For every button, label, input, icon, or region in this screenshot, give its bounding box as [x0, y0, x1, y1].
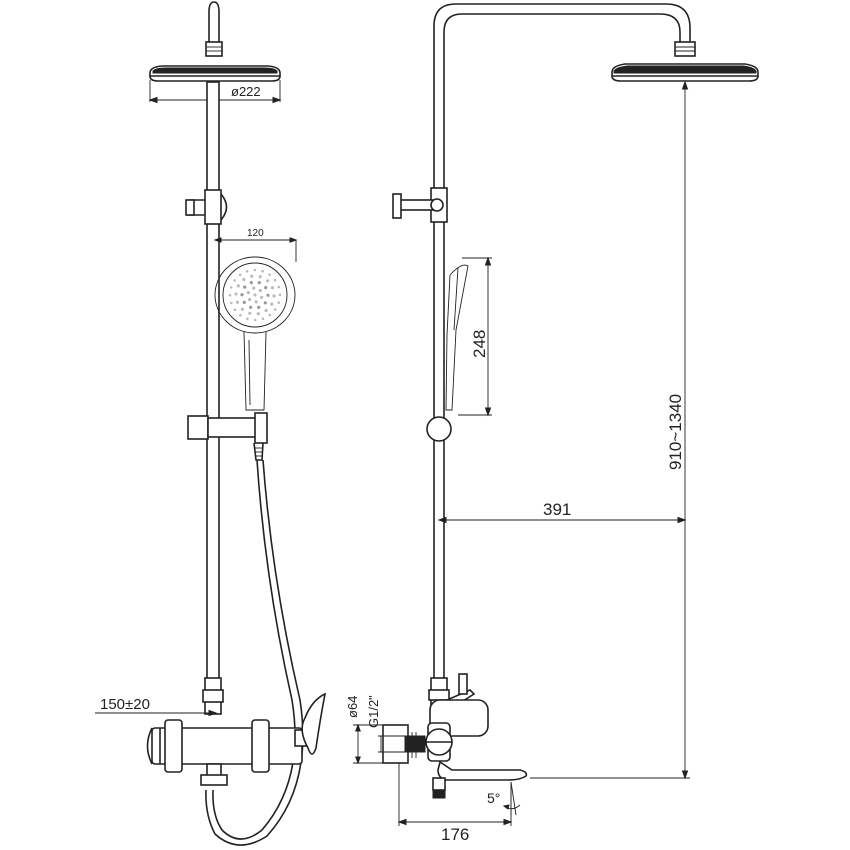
front-top-nut [205, 41, 223, 57]
inlet-spacing-label: 150±20 [100, 696, 150, 713]
spray-nozzle [260, 295, 264, 299]
spray-nozzle [233, 279, 236, 282]
spout-reach-label: 176 [441, 825, 469, 844]
dim-spout-angle: 5° [487, 781, 521, 816]
spray-nozzle [264, 286, 268, 290]
head-diameter-label: ø222 [231, 84, 261, 99]
spray-nozzle [240, 293, 244, 297]
front-hand-shower [214, 256, 296, 411]
side-view: 248 391 910~1340 [345, 3, 759, 844]
spray-nozzle [249, 281, 253, 285]
dim-arm-reach: 391 [437, 500, 687, 524]
spray-nozzle [263, 301, 267, 305]
front-riser-lower [206, 221, 220, 683]
spray-nozzle [277, 285, 281, 289]
dim-cover-diameter: ø64 [345, 696, 383, 765]
spray-nozzle [258, 288, 262, 293]
front-view: ø222 120 [95, 1, 327, 846]
thread-label: G1/2" [366, 695, 381, 728]
spray-nozzle [238, 273, 242, 277]
spray-nozzle [253, 293, 257, 297]
side-hand-shower [445, 264, 469, 411]
front-hose [212, 459, 296, 840]
spray-nozzle [239, 314, 242, 317]
dim-inlet-spacing: 150±20 [95, 696, 218, 717]
side-slide-holder [426, 416, 452, 442]
side-riser-outer [433, 3, 691, 195]
dim-hand-width: 120 [213, 228, 298, 262]
spray-nozzle [270, 302, 274, 306]
dim-spout-reach: 176 [397, 763, 513, 844]
spray-nozzle [235, 300, 240, 304]
spray-nozzle [270, 286, 275, 290]
spray-nozzle [253, 318, 257, 322]
front-slide-holder [187, 412, 268, 461]
front-shower-head [149, 65, 281, 82]
spray-nozzle [245, 270, 249, 273]
side-mixer-body [425, 673, 528, 799]
spray-nozzle [278, 293, 282, 297]
spray-nozzle [254, 300, 258, 304]
spray-nozzle [273, 278, 277, 282]
spray-nozzle [230, 301, 233, 305]
spray-nozzle [258, 275, 262, 279]
front-top-pipe [208, 1, 220, 44]
side-riser-inner [443, 13, 681, 195]
spray-nozzle [272, 294, 276, 298]
dim-hand-length: 248 [458, 256, 492, 417]
spray-nozzle [236, 284, 240, 288]
spray-nozzle [248, 297, 252, 302]
dim-thread: G1/2" [366, 695, 405, 753]
spray-nozzle [242, 277, 246, 282]
spray-nozzle [268, 273, 271, 277]
hand-length-label: 248 [470, 330, 489, 358]
dim-height-range: 910~1340 [530, 80, 690, 780]
spray-nozzle [242, 300, 246, 304]
spray-nozzle [261, 317, 265, 321]
front-mixer-body [146, 692, 327, 786]
side-shower-head [611, 63, 759, 82]
spray-nozzle [234, 292, 238, 296]
spray-nozzle [264, 308, 268, 313]
spray-nozzle [253, 268, 257, 272]
spray-nozzle [257, 281, 261, 285]
spray-nozzle [252, 286, 256, 290]
spray-nozzle [246, 291, 250, 295]
spray-nozzle [246, 317, 249, 321]
front-riser-upper [206, 81, 220, 193]
spray-nozzle [243, 285, 247, 289]
spray-nozzle [257, 305, 261, 309]
side-wall-connector [382, 724, 426, 764]
spray-nozzle [248, 311, 252, 315]
spray-nozzle [228, 293, 232, 297]
spray-nozzle [266, 293, 270, 297]
arm-reach-label: 391 [543, 500, 571, 519]
spray-nozzle [277, 301, 281, 304]
height-range-label: 910~1340 [666, 394, 685, 470]
spray-nozzle [250, 274, 254, 278]
cover-diameter-label: ø64 [345, 696, 360, 718]
front-upper-holder [204, 189, 222, 225]
spray-nozzle [233, 308, 237, 312]
spray-nozzle [268, 313, 272, 317]
hand-width-label: 120 [247, 228, 264, 239]
spray-nozzle [274, 308, 277, 311]
spray-nozzle [266, 279, 270, 283]
spout-angle-label: 5° [487, 790, 500, 806]
spray-nozzle [256, 312, 260, 316]
spray-nozzle [261, 269, 264, 273]
spray-nozzle [240, 307, 244, 311]
spray-nozzle [249, 305, 253, 309]
spray-nozzle [229, 286, 233, 289]
